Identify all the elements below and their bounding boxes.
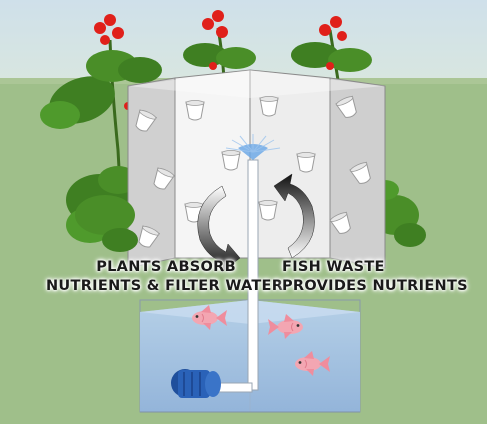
tomatoes — [94, 10, 347, 110]
plants-caption-line2: NUTRIENTS & FILTER WATER — [46, 278, 284, 294]
water-spray-icon — [225, 134, 281, 160]
water-pump-icon — [171, 369, 221, 398]
fish-caption-line1: FISH WASTE — [282, 259, 385, 275]
fish-waste-caption: FISH WASTE PROVIDES NUTRIENTS — [282, 258, 468, 296]
plants-absorb-caption: PLANTS ABSORB NUTRIENTS & FILTER WATER — [46, 258, 284, 296]
plants-caption-line1: PLANTS ABSORB — [96, 259, 236, 275]
tomato-plant-icon — [75, 195, 138, 252]
tomato-plant-icon — [183, 27, 256, 79]
circular-arrow-down-icon — [197, 185, 241, 273]
fish-caption-line2: PROVIDES NUTRIENTS — [282, 278, 468, 294]
circular-arrow-up-icon — [273, 173, 315, 259]
